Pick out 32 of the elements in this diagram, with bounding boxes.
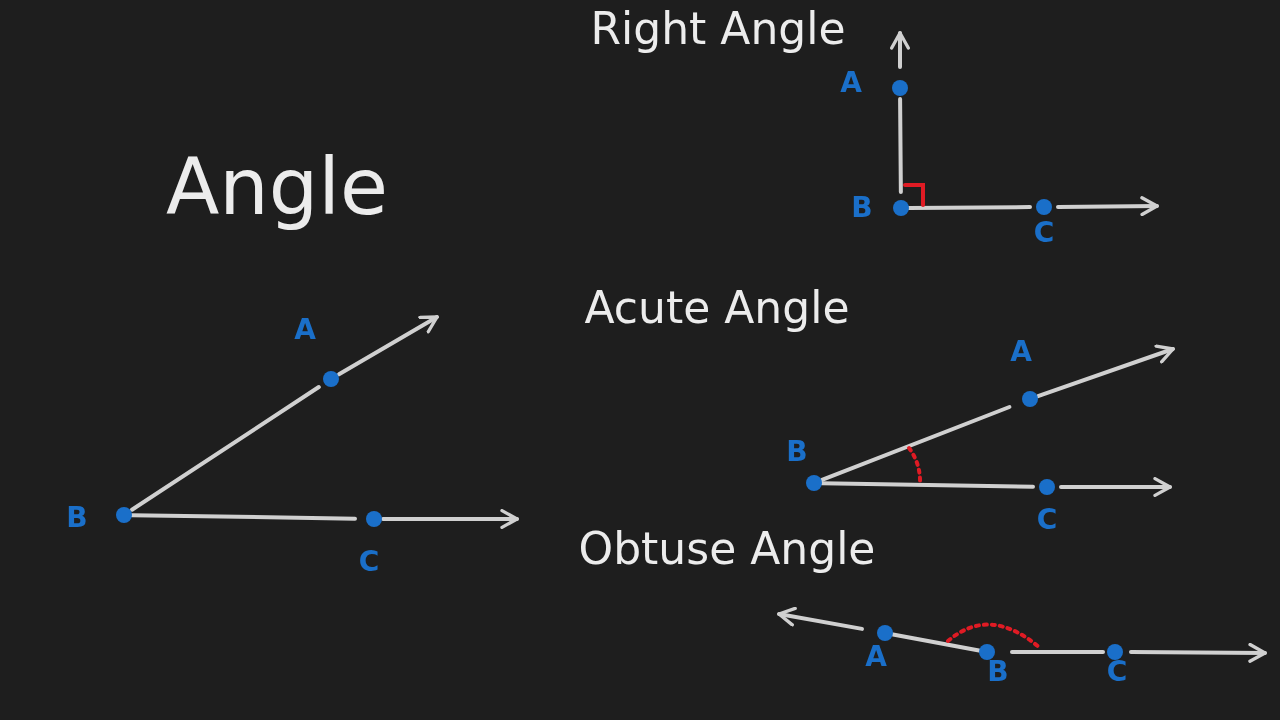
point-label: B bbox=[65, 502, 89, 534]
line-segment bbox=[891, 632, 981, 653]
line-segment bbox=[130, 513, 357, 521]
line-segment bbox=[820, 405, 1012, 482]
point-label: C bbox=[1035, 504, 1059, 536]
title: Angle bbox=[166, 142, 388, 232]
point-label: A bbox=[839, 67, 863, 99]
ray-arrow bbox=[890, 31, 910, 69]
point-label: A bbox=[864, 641, 888, 673]
heading: Right Angle bbox=[590, 2, 846, 54]
ray-arrow bbox=[381, 509, 519, 529]
ray-arrow bbox=[1129, 642, 1267, 663]
point-label: B bbox=[986, 656, 1010, 688]
line-segment bbox=[907, 205, 1032, 210]
point-label: C bbox=[357, 546, 381, 578]
point-label: C bbox=[1032, 217, 1056, 249]
heading: Acute Angle bbox=[584, 281, 850, 333]
point-label: A bbox=[1009, 336, 1033, 368]
line-segment bbox=[820, 481, 1035, 489]
point-label: B bbox=[850, 192, 874, 224]
point-label: A bbox=[293, 314, 317, 346]
ray-arrow bbox=[1056, 196, 1159, 217]
point-label: C bbox=[1105, 656, 1129, 688]
point-label: B bbox=[785, 436, 809, 468]
ray-arrow bbox=[337, 315, 439, 377]
ray-arrow bbox=[1059, 477, 1172, 497]
line-segment bbox=[130, 385, 321, 512]
heading: Obtuse Angle bbox=[578, 522, 876, 574]
line-segment bbox=[898, 97, 903, 194]
line-segment bbox=[1010, 650, 1105, 654]
ray-arrow bbox=[777, 606, 864, 631]
ray-arrow bbox=[1036, 344, 1175, 399]
